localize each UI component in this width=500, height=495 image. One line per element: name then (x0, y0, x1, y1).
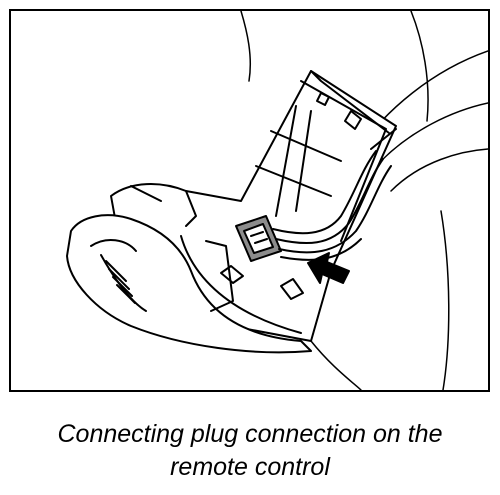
arrow-icon (307, 252, 350, 284)
inner-clips (205, 240, 304, 312)
figure-caption: Connecting plug connection on the remote… (0, 418, 500, 484)
connecting-plug (235, 215, 282, 262)
front-cover (66, 214, 312, 354)
caption-line-1: Connecting plug connection on the (57, 420, 443, 448)
caption-line-2: remote control (170, 453, 330, 481)
remote-control-illustration (66, 11, 488, 390)
figure-frame (9, 9, 490, 392)
